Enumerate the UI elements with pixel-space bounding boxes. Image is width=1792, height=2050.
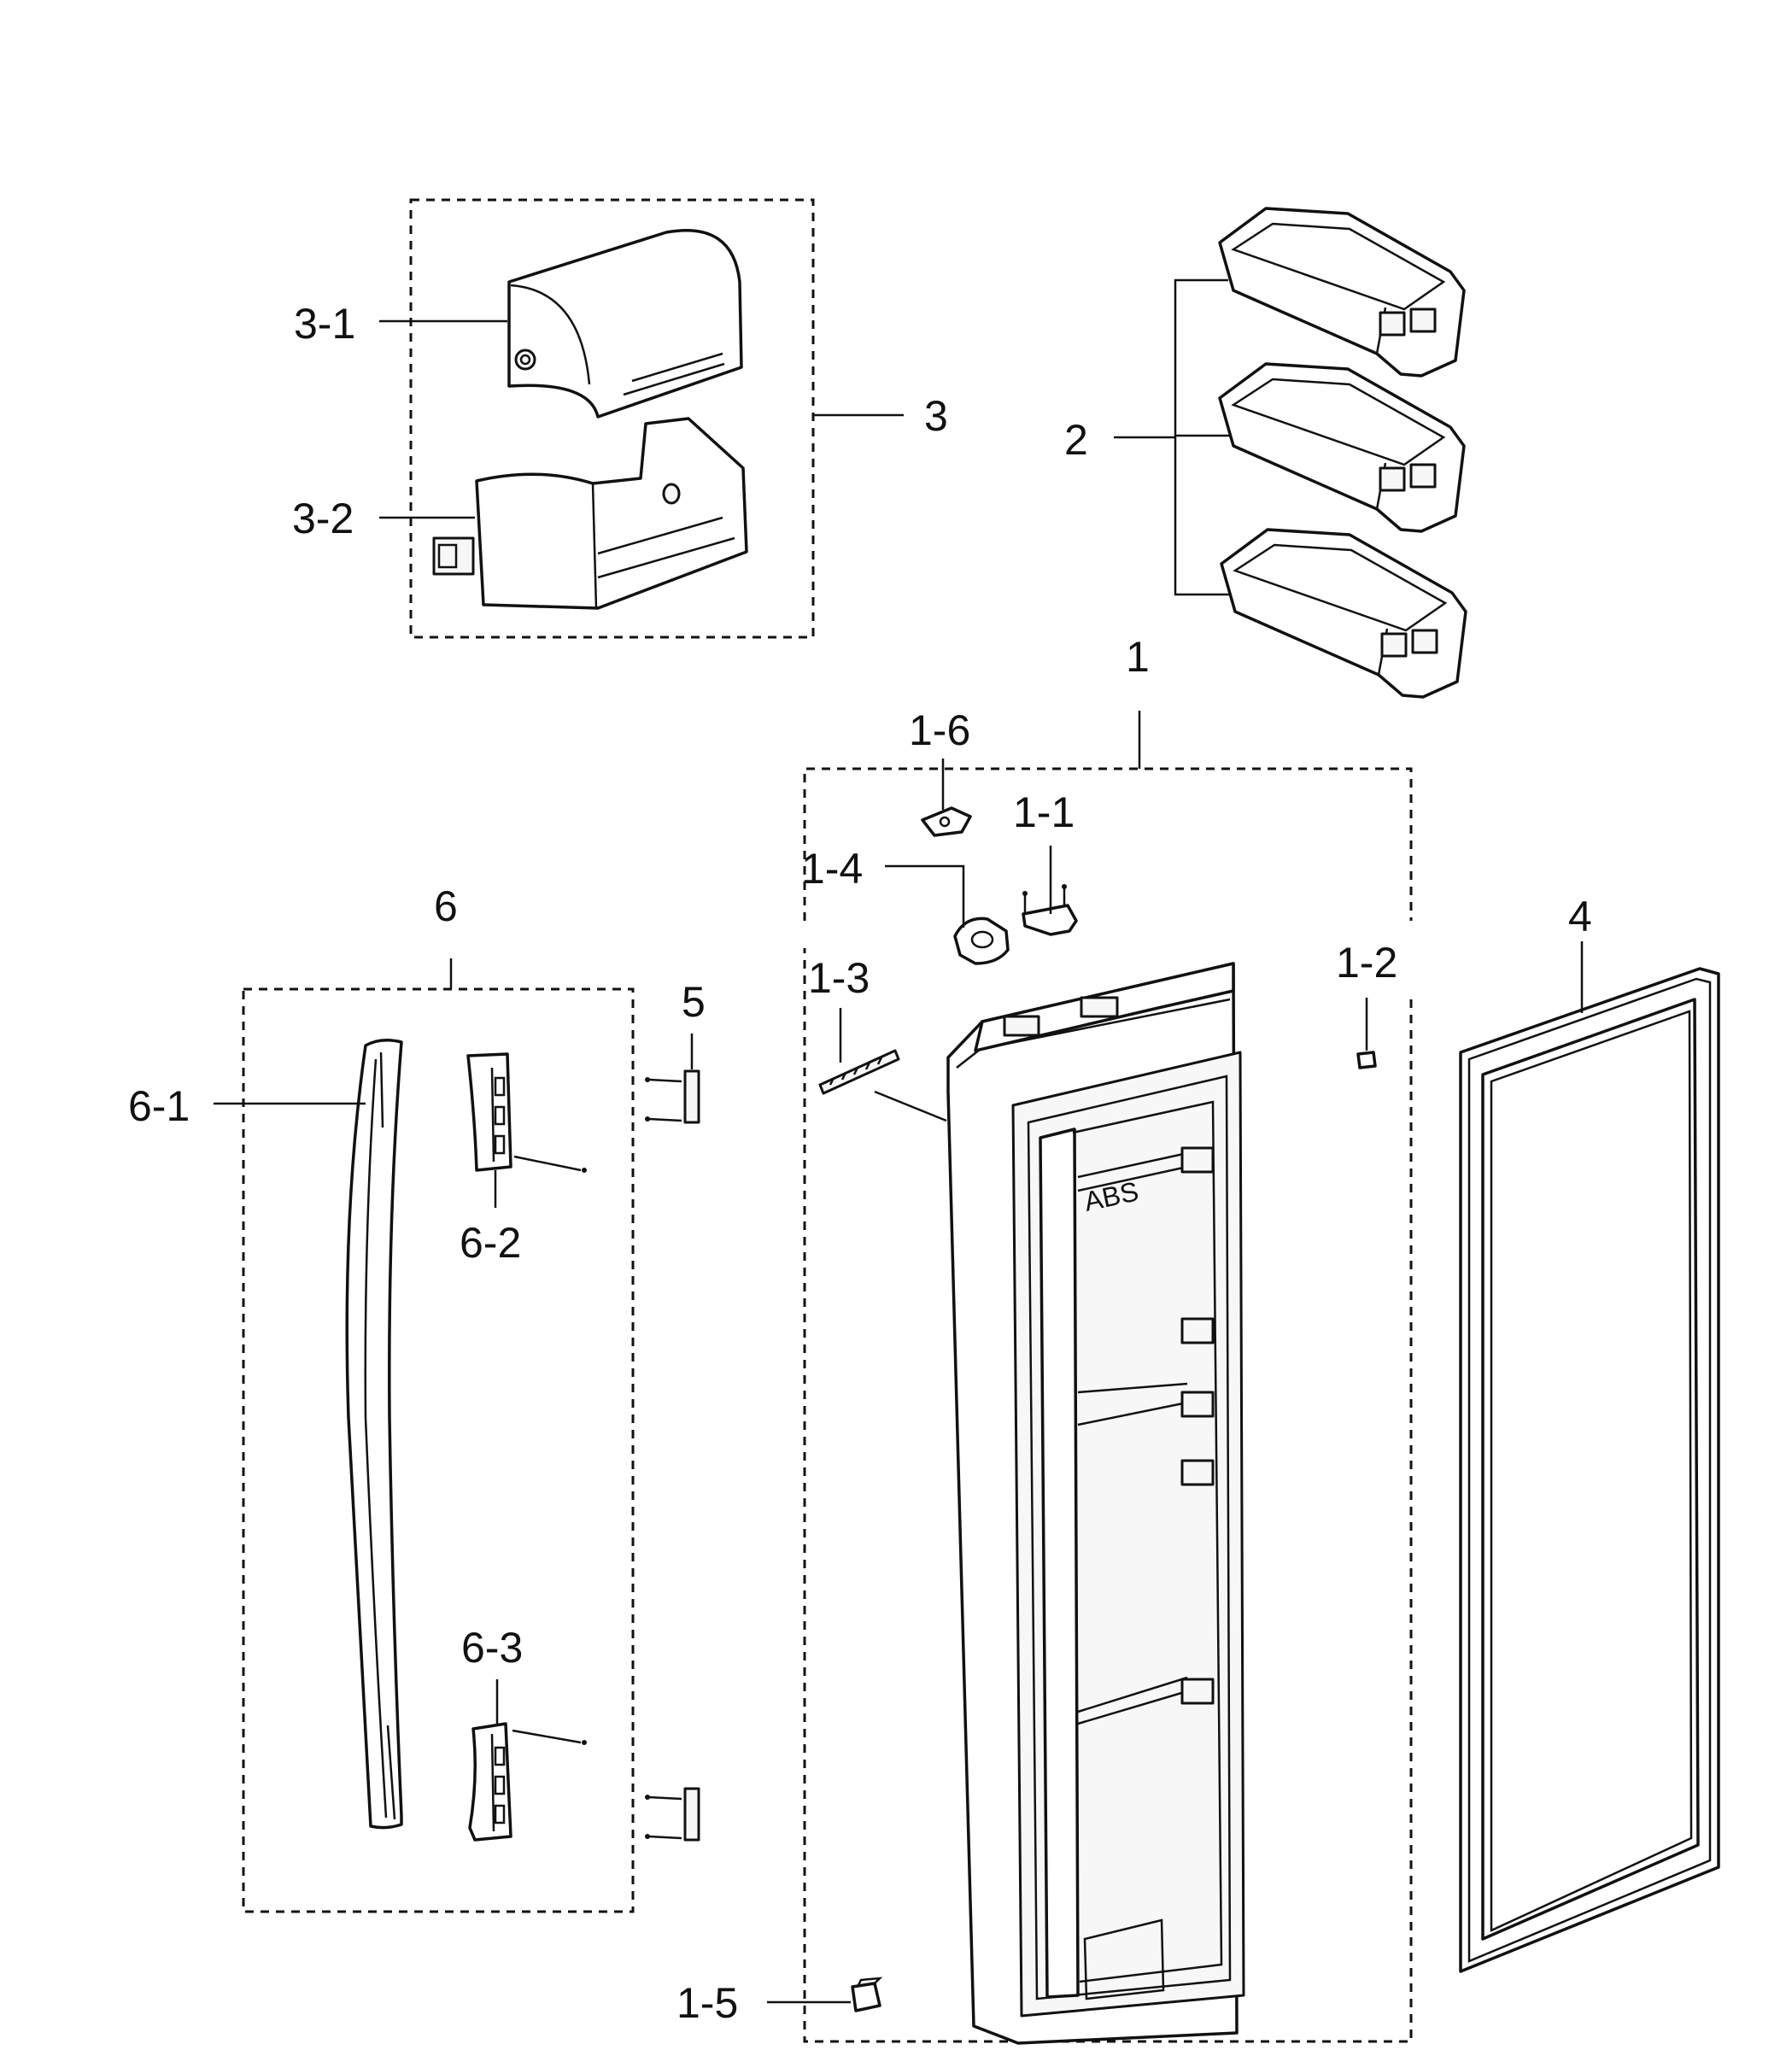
callout-1-6: 1-6 bbox=[909, 706, 970, 754]
callout-1-2: 1-2 bbox=[1336, 939, 1397, 987]
callout-1-5: 1-5 bbox=[676, 1979, 738, 2027]
callout-6-1: 6-1 bbox=[128, 1082, 190, 1130]
part-1-4-hinge-cover: 1-4 bbox=[801, 845, 1010, 965]
assembly-group-3: 3-1 3-2 3 bbox=[292, 198, 948, 639]
part-2-door-bin-top bbox=[1218, 207, 1466, 378]
callout-4: 4 bbox=[1568, 893, 1592, 940]
part-1-5-block: 1-5 bbox=[676, 1977, 883, 2027]
part-6-3-lower-bracket: 6-3 bbox=[461, 1624, 587, 1842]
callout-6-2: 6-2 bbox=[460, 1219, 521, 1267]
group-3-dashed-boundary bbox=[409, 198, 815, 639]
part-6-1-handle: 6-1 bbox=[128, 1039, 403, 1830]
callout-2: 2 bbox=[1064, 416, 1088, 464]
part-1-door-body: ABS bbox=[946, 962, 1245, 2045]
part-1-6-clip: 1-6 bbox=[909, 706, 972, 837]
callout-6-3: 6-3 bbox=[461, 1624, 523, 1672]
part-2-door-bin-bottom bbox=[1220, 528, 1467, 699]
part-3-1-cover bbox=[507, 228, 743, 419]
callout-1-4: 1-4 bbox=[801, 845, 863, 893]
assembly-group-6: 6 6-1 6-2 bbox=[128, 882, 635, 1913]
assembly-group-1: 1 ABS bbox=[676, 633, 1413, 2045]
group-6-dashed-boundary bbox=[242, 987, 635, 1913]
part-1-2-block: 1-2 bbox=[1336, 939, 1397, 1069]
callout-5: 5 bbox=[682, 978, 706, 1026]
part-3-2-bin bbox=[432, 417, 748, 610]
part-6-2-upper-bracket: 6-2 bbox=[460, 1052, 587, 1267]
callout-1-3: 1-3 bbox=[808, 954, 870, 1002]
group-1-dashed-boundary bbox=[803, 767, 1413, 2043]
callout-1: 1 bbox=[1126, 633, 1150, 681]
callout-6: 6 bbox=[434, 882, 458, 930]
callout-3-2: 3-2 bbox=[292, 495, 354, 542]
callout-3-1: 3-1 bbox=[294, 300, 355, 348]
assembly-group-2: 2 bbox=[1064, 207, 1467, 699]
callout-1-1: 1-1 bbox=[1013, 788, 1075, 836]
part-4-door-gasket: 4 bbox=[1459, 893, 1720, 1973]
part-5-handle-mount: 5 bbox=[645, 978, 706, 1124]
part-2-door-bin-middle bbox=[1218, 362, 1466, 533]
callout-3: 3 bbox=[924, 392, 948, 440]
part-1-3-sensor-strip: 1-3 bbox=[808, 954, 947, 1122]
part-5-handle-mount-lower bbox=[645, 1787, 700, 1842]
part-1-1-hinge: 1-1 bbox=[1013, 788, 1078, 936]
